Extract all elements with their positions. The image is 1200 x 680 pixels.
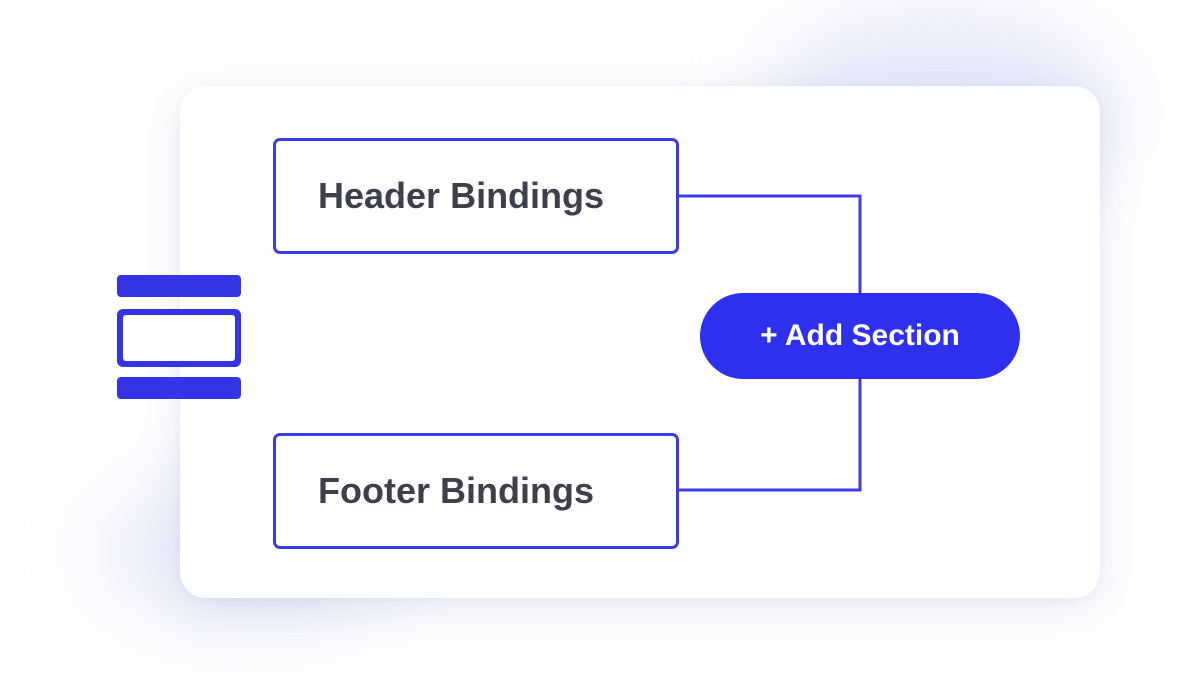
page-sections-icon: [117, 275, 241, 400]
header-bindings-box[interactable]: Header Bindings: [273, 138, 679, 254]
add-section-label: + Add Section: [760, 319, 960, 352]
header-section-bar: [117, 275, 241, 297]
add-section-button[interactable]: + Add Section: [700, 293, 1020, 379]
header-bindings-label: Header Bindings: [318, 175, 605, 216]
footer-section-bar: [117, 377, 241, 399]
content-section-block: [117, 309, 241, 367]
footer-bindings-box[interactable]: Footer Bindings: [273, 433, 679, 549]
footer-bindings-label: Footer Bindings: [318, 470, 594, 511]
